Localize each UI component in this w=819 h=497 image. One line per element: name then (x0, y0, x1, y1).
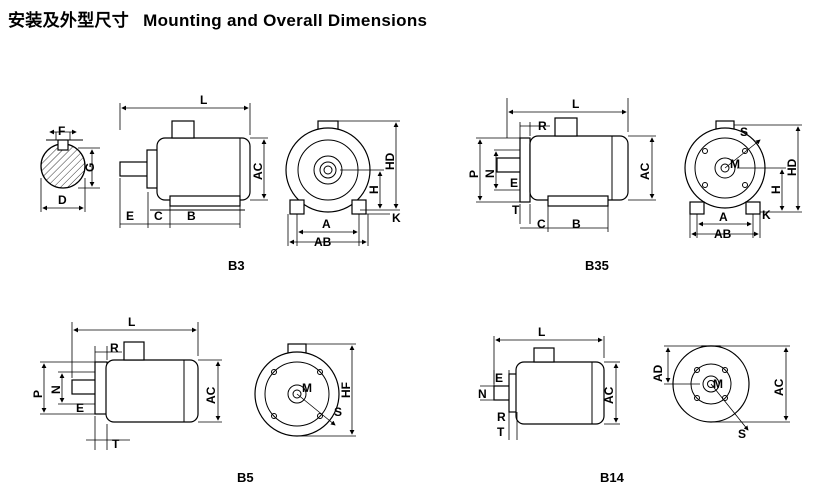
label-b: B (572, 217, 581, 231)
caption-b3: B3 (228, 258, 245, 273)
view-b3: F G D L AC (40, 93, 401, 273)
title-chinese: 安装及外型尺寸 (8, 11, 130, 31)
title-english: Mounting and Overall Dimensions (143, 11, 428, 30)
side-view-b3: L AC E C B (119, 93, 268, 228)
label-l: L (572, 97, 579, 111)
label-n: N (478, 387, 487, 401)
caption-b35: B35 (585, 258, 609, 273)
label-t: T (112, 437, 120, 451)
label-n: N (49, 385, 63, 394)
label-b: B (187, 209, 196, 223)
label-k: K (392, 211, 401, 225)
label-p: P (31, 390, 45, 398)
label-s: S (334, 405, 342, 419)
caption-b14: B14 (600, 470, 625, 485)
label-f: F (58, 124, 65, 138)
label-e: E (126, 209, 134, 223)
caption-b5: B5 (237, 470, 254, 485)
label-ac: AC (602, 386, 616, 404)
label-m: M (730, 157, 740, 171)
label-hf: HF (339, 382, 353, 398)
label-h: H (367, 185, 381, 194)
label-l: L (128, 315, 135, 329)
label-d: D (58, 193, 67, 207)
label-g: G (83, 163, 97, 172)
label-ab: AB (714, 227, 732, 241)
label-m: M (713, 377, 723, 391)
view-b35: L R P N E T C B AC (467, 97, 802, 273)
label-e: E (76, 401, 84, 415)
side-view-b5: L R P N E T AC (31, 315, 222, 451)
label-n: N (483, 169, 497, 178)
label-h: H (769, 185, 783, 194)
label-s: S (738, 427, 746, 441)
label-l: L (538, 325, 545, 339)
shaft-section-b3: F G D (40, 124, 100, 212)
label-r: R (538, 119, 547, 133)
label-hd: HD (785, 158, 799, 176)
label-r: R (110, 341, 119, 355)
label-c: C (537, 217, 546, 231)
side-view-b14: L E N R T AC (478, 325, 620, 440)
label-hd: HD (383, 152, 397, 170)
label-l: L (200, 93, 207, 107)
front-view-b3: HD H K A AB (285, 120, 401, 249)
front-view-b35: S M HD H K A AB (684, 120, 802, 241)
page-title: 安装及外型尺寸 Mounting and Overall Dimensions (8, 6, 427, 31)
label-a: A (719, 210, 728, 224)
label-ac: AC (638, 162, 652, 180)
label-ac-front: AC (772, 378, 786, 396)
label-t: T (497, 425, 505, 439)
front-view-b5: M S HF (254, 343, 356, 437)
front-view-b14: M S AD AC (651, 345, 790, 441)
view-b14: L E N R T AC M (478, 325, 790, 485)
label-c: C (154, 209, 163, 223)
label-ab: AB (314, 235, 332, 249)
label-t: T (512, 203, 520, 217)
side-view-b35: L R P N E T C B AC (467, 97, 656, 232)
label-a: A (322, 217, 331, 231)
label-p: P (467, 170, 481, 178)
label-m: M (302, 381, 312, 395)
label-k: K (762, 208, 771, 222)
label-ad: AD (651, 364, 665, 382)
label-ac: AC (204, 386, 218, 404)
view-b5: L R P N E T AC (31, 315, 356, 485)
label-e: E (510, 176, 518, 190)
label-ac: AC (251, 162, 265, 180)
label-s: S (740, 125, 748, 139)
label-r: R (497, 410, 506, 424)
label-e: E (495, 371, 503, 385)
